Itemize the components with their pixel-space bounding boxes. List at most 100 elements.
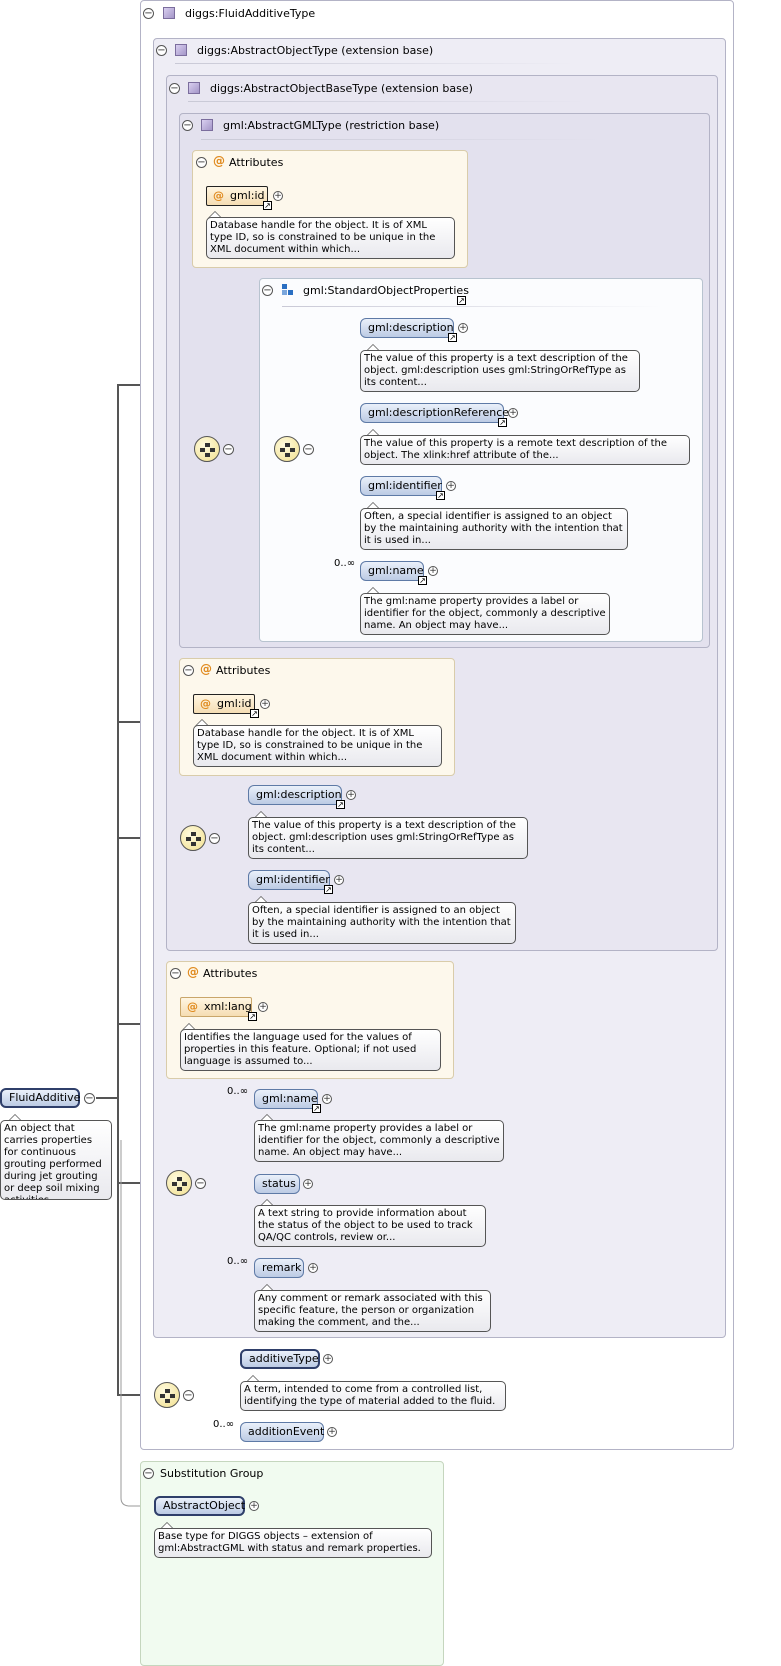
collapse-attributes-icon[interactable]: −: [196, 157, 207, 168]
element-gml-identifier[interactable]: gml:identifier: [248, 870, 330, 890]
expand-plus-icon[interactable]: +: [260, 699, 270, 709]
group-icon: [282, 284, 293, 295]
status-doc: A text string to provide information abo…: [254, 1205, 486, 1247]
expand-plus-icon[interactable]: +: [327, 1427, 337, 1437]
attributes-title: Attributes: [203, 967, 258, 980]
reference-arrow-icon[interactable]: ↗: [263, 201, 272, 210]
element-abstract-object[interactable]: AbstractObject: [154, 1496, 245, 1516]
gml-identifier-doc: Often, a special identifier is assigned …: [248, 902, 516, 944]
attribute-gml-id[interactable]: @gml:id: [193, 694, 255, 714]
at-sign-icon: @: [200, 662, 212, 676]
xml-lang-doc: Identifies the language used for the val…: [180, 1029, 441, 1071]
collapse-abstract-object-icon[interactable]: −: [156, 45, 167, 56]
element-gml-description-reference[interactable]: gml:descriptionReference: [360, 403, 509, 423]
sequence-compositor-icon[interactable]: [180, 825, 206, 851]
element-additive-type[interactable]: additiveType: [240, 1349, 320, 1369]
root-doc: An object that carries properties for co…: [0, 1120, 112, 1200]
expand-plus-icon[interactable]: +: [458, 323, 468, 333]
attribute-xml-lang[interactable]: @xml:lang: [180, 997, 252, 1017]
expand-plus-icon[interactable]: +: [273, 191, 283, 201]
reference-arrow-icon[interactable]: ↗: [336, 800, 345, 809]
collapse-sequence-icon[interactable]: −: [223, 444, 234, 455]
expand-plus-icon[interactable]: +: [308, 1263, 318, 1273]
abstract-gml-title: gml:AbstractGMLType (restriction base): [223, 119, 440, 132]
expand-plus-icon[interactable]: +: [323, 1354, 333, 1364]
substitution-group-box: [140, 1461, 444, 1666]
cardinality-label: 0..∞: [334, 558, 356, 569]
abstract-object-doc: Base type for DIGGS objects – extension …: [154, 1528, 432, 1558]
reference-arrow-icon[interactable]: ↗: [248, 1012, 257, 1021]
at-sign-icon: @: [213, 189, 224, 202]
attributes-title: Attributes: [229, 156, 284, 169]
expand-plus-icon[interactable]: +: [508, 408, 518, 418]
collapse-sequence-icon[interactable]: −: [209, 833, 220, 844]
collapse-subst-group-icon[interactable]: −: [143, 1468, 154, 1479]
element-gml-description[interactable]: gml:description: [248, 785, 342, 805]
reference-arrow-icon[interactable]: ↗: [448, 333, 457, 342]
attributes-title: Attributes: [216, 664, 271, 677]
reference-arrow-icon[interactable]: ↗: [312, 1104, 321, 1113]
collapse-fluid-type-icon[interactable]: −: [143, 8, 154, 19]
gml-name-doc: The gml:name property provides a label o…: [360, 593, 610, 635]
gml-description-doc: The value of this property is a text des…: [360, 350, 640, 392]
reference-arrow-icon[interactable]: ↗: [418, 576, 427, 585]
collapse-sequence-icon[interactable]: −: [183, 1390, 194, 1401]
abstract-object-title: diggs:AbstractObjectType (extension base…: [197, 44, 434, 57]
complex-type-icon: [201, 119, 213, 131]
sequence-compositor-icon[interactable]: [166, 1170, 192, 1196]
reference-arrow-icon[interactable]: ↗: [436, 491, 445, 500]
expand-plus-icon[interactable]: +: [428, 566, 438, 576]
expand-plus-icon[interactable]: +: [258, 1002, 268, 1012]
gml-id-doc: Database handle for the object. It is of…: [193, 725, 442, 767]
complex-type-icon: [175, 44, 187, 56]
element-gml-name[interactable]: gml:name: [360, 561, 424, 581]
std-props-title: gml:StandardObjectProperties: [303, 284, 469, 297]
reference-arrow-icon[interactable]: ↗: [250, 709, 259, 718]
at-sign-icon: @: [213, 154, 225, 168]
collapse-attributes-icon[interactable]: −: [183, 665, 194, 676]
element-status[interactable]: status: [254, 1174, 300, 1194]
remark-doc: Any comment or remark associated with th…: [254, 1290, 491, 1332]
reference-arrow-icon[interactable]: ↗: [498, 418, 507, 427]
expand-plus-icon[interactable]: +: [303, 1179, 313, 1189]
gml-identifier-doc: Often, a special identifier is assigned …: [360, 508, 628, 550]
complex-type-icon: [188, 82, 200, 94]
expand-plus-icon[interactable]: +: [249, 1501, 259, 1511]
sequence-compositor-icon[interactable]: [194, 436, 220, 462]
abstract-object-base-title: diggs:AbstractObjectBaseType (extension …: [210, 82, 473, 95]
element-gml-identifier[interactable]: gml:identifier: [360, 476, 442, 496]
expand-plus-icon[interactable]: +: [446, 481, 456, 491]
collapse-sequence-icon[interactable]: −: [303, 444, 314, 455]
collapse-std-props-icon[interactable]: −: [262, 285, 273, 296]
expand-plus-icon[interactable]: +: [334, 875, 344, 885]
gml-name-doc: The gml:name property provides a label o…: [254, 1120, 504, 1162]
subst-group-title: Substitution Group: [160, 1467, 264, 1480]
complex-type-icon: [163, 7, 175, 19]
attribute-gml-id[interactable]: @gml:id: [206, 186, 268, 206]
expand-plus-icon[interactable]: +: [322, 1094, 332, 1104]
collapse-root-icon[interactable]: −: [84, 1093, 95, 1104]
collapse-attributes-icon[interactable]: −: [170, 968, 181, 979]
element-gml-description[interactable]: gml:description: [360, 318, 454, 338]
sequence-compositor-icon[interactable]: [274, 436, 300, 462]
reference-arrow-icon[interactable]: ↗: [457, 296, 466, 305]
collapse-abstract-gml-icon[interactable]: −: [182, 120, 193, 131]
cardinality-label: 0..∞: [213, 1419, 235, 1430]
reference-arrow-icon[interactable]: ↗: [324, 885, 333, 894]
collapse-abstract-object-base-icon[interactable]: −: [169, 83, 180, 94]
gml-id-doc: Database handle for the object. It is of…: [206, 217, 455, 259]
gml-description-doc: The value of this property is a text des…: [248, 817, 528, 859]
at-sign-icon: @: [187, 1000, 198, 1013]
additive-type-doc: A term, intended to come from a controll…: [240, 1381, 506, 1411]
element-addition-event[interactable]: additionEvent: [240, 1422, 324, 1442]
at-sign-icon: @: [187, 965, 199, 979]
expand-plus-icon[interactable]: +: [346, 790, 356, 800]
collapse-sequence-icon[interactable]: −: [195, 1178, 206, 1189]
element-gml-name[interactable]: gml:name: [254, 1089, 318, 1109]
cardinality-label: 0..∞: [227, 1256, 249, 1267]
sequence-compositor-icon[interactable]: [154, 1382, 180, 1408]
root-element-fluid-additive[interactable]: FluidAdditive: [0, 1088, 80, 1108]
element-remark[interactable]: remark: [254, 1258, 304, 1278]
fluid-type-title: diggs:FluidAdditiveType: [185, 7, 316, 20]
cardinality-label: 0..∞: [227, 1086, 249, 1097]
